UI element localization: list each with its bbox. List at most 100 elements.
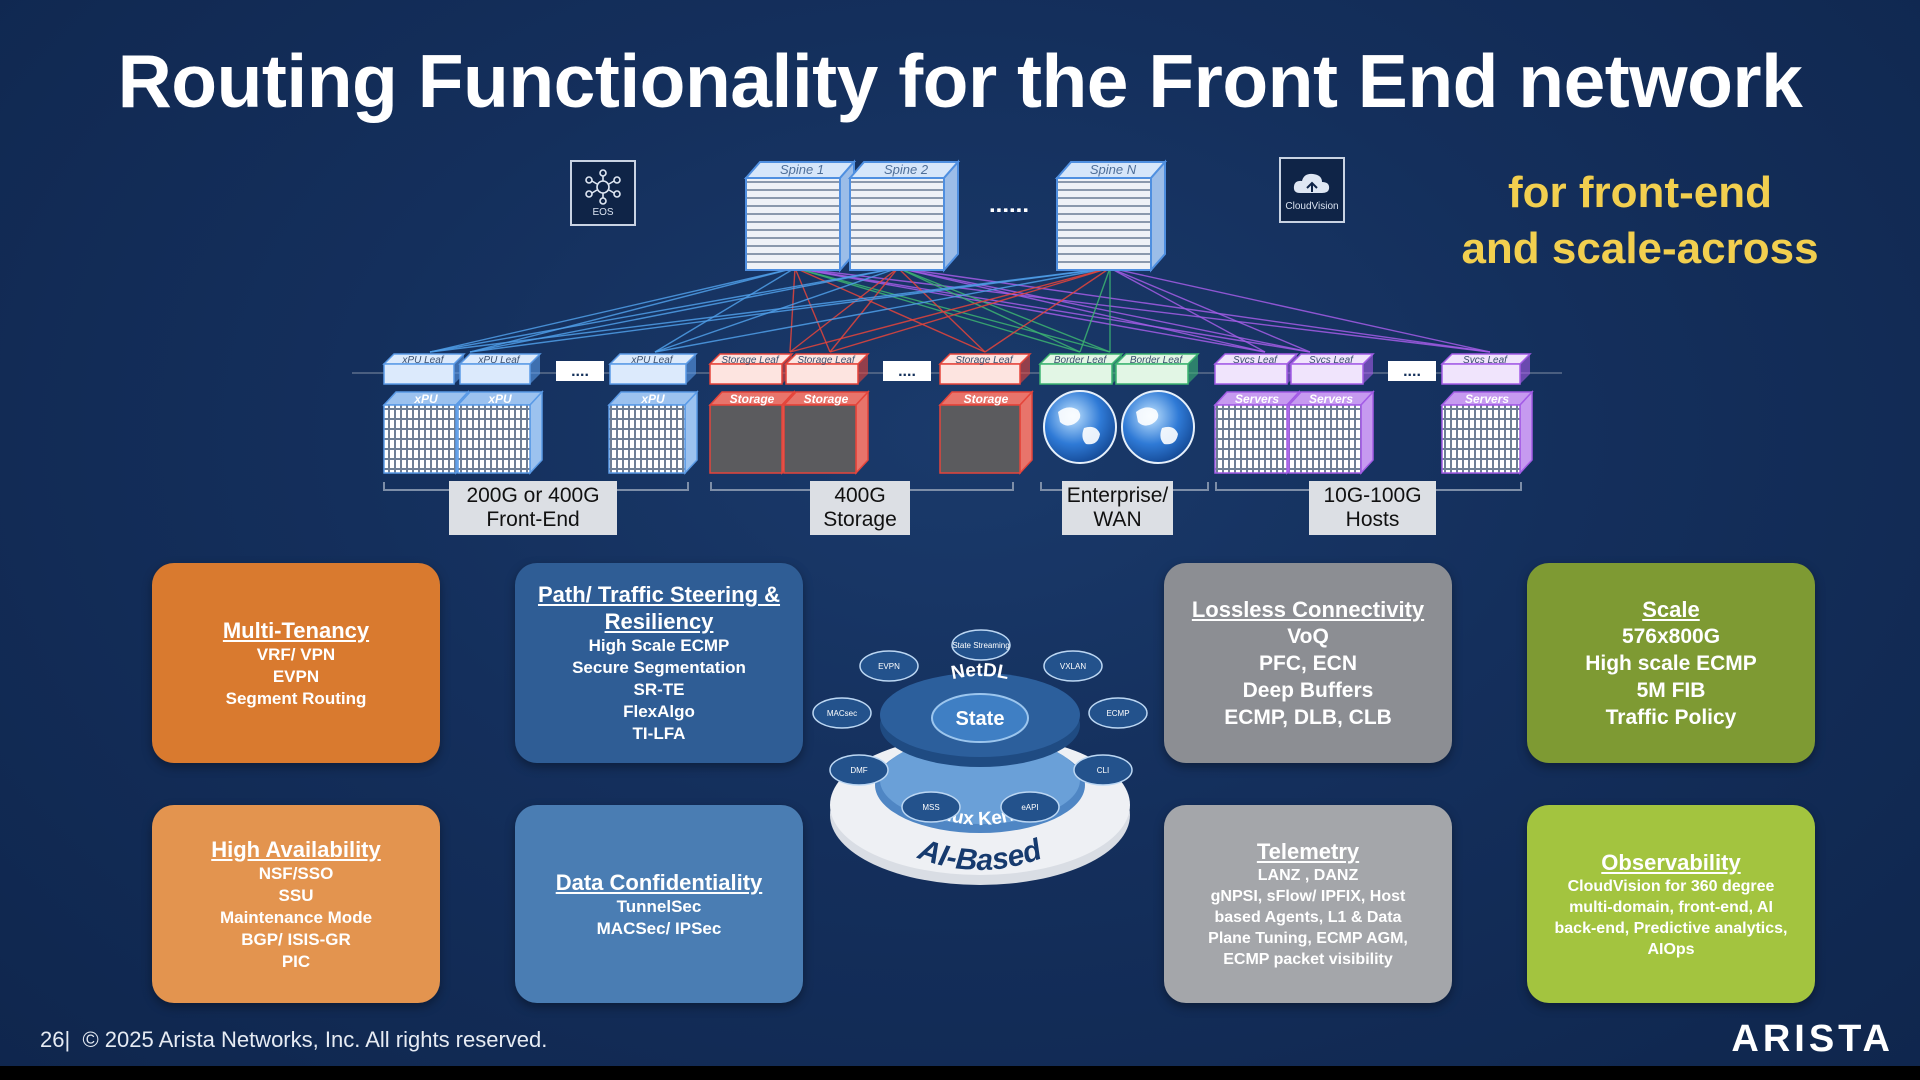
- copyright: © 2025 Arista Networks, Inc. All rights …: [82, 1027, 548, 1052]
- card-title: High Availability: [211, 836, 381, 862]
- spine-switch: Spine 1: [743, 159, 857, 273]
- device-label: Servers: [1465, 392, 1509, 406]
- device-label: xPU: [640, 392, 665, 406]
- leaf-ellipsis: ....: [883, 361, 931, 381]
- device-label: Servers: [1309, 392, 1353, 406]
- eos-node: MSS: [901, 791, 961, 823]
- leaf-switch: xPU Leaf: [608, 353, 698, 385]
- globe-icon: [1043, 390, 1117, 464]
- spine-switch: Spine N: [1054, 159, 1168, 273]
- card-title: Telemetry: [1256, 839, 1360, 864]
- leaf-label: Border Leaf: [1054, 355, 1107, 366]
- eos-node-label: DMF: [850, 766, 867, 775]
- device-rack: Storage: [938, 390, 1034, 475]
- device-rack: Storage: [782, 390, 870, 475]
- eos-node-label: CLI: [1097, 766, 1109, 775]
- eos-node-label: eAPI: [1021, 803, 1038, 812]
- card-path-steering: Path/ Traffic Steering & Resiliency High…: [515, 563, 803, 763]
- device-rack: xPU: [382, 390, 470, 475]
- device-rack: Storage: [708, 390, 796, 475]
- card-lossless: Lossless Connectivity VoQ PFC, ECN Deep …: [1164, 563, 1452, 763]
- device-label: Servers: [1235, 392, 1279, 406]
- eos-node: eAPI: [1000, 791, 1060, 823]
- tagline: for front-end and scale-across: [1400, 165, 1880, 277]
- group-label-storage: 400G Storage: [810, 481, 910, 535]
- eos-node-label: EVPN: [878, 662, 900, 671]
- card-high-availability: High Availability NSF/SSO SSU Maintenanc…: [152, 805, 440, 1003]
- svg-text:....: ....: [1403, 363, 1421, 380]
- device-label: xPU: [487, 392, 512, 406]
- card-title: Multi-Tenancy: [222, 617, 370, 643]
- group-label-hosts: 10G-100G Hosts: [1309, 481, 1436, 535]
- leaf-label: Storage Leaf: [721, 355, 779, 366]
- leaf-label: Storage Leaf: [797, 355, 855, 366]
- card-title: Observability: [1601, 849, 1741, 875]
- device-rack: xPU: [607, 390, 699, 475]
- state-core: [931, 693, 1029, 743]
- page-number: 26: [40, 1027, 65, 1052]
- device-label: Storage: [730, 392, 775, 406]
- card-data-confidentiality: Data Confidentiality TunnelSec MACSec/ I…: [515, 805, 803, 1003]
- card-title: Scale: [1642, 596, 1700, 622]
- spine-label: Spine 1: [780, 162, 824, 177]
- eos-node-label: State Streaming: [952, 641, 1009, 650]
- leaf-switch: Storage Leaf: [784, 353, 870, 385]
- device-rack: Servers: [1287, 390, 1375, 475]
- card-observability: Observability CloudVision for 360 degree…: [1527, 805, 1815, 1003]
- svg-text:....: ....: [898, 363, 916, 380]
- cloudvision-logo: CloudVision: [1279, 157, 1345, 223]
- eos-node-label: VXLAN: [1060, 662, 1086, 671]
- leaf-switch: Storage Leaf: [938, 353, 1032, 385]
- cloud-icon: [1293, 173, 1330, 193]
- leaf-label: xPU Leaf: [477, 355, 520, 366]
- state-label: State: [956, 708, 1005, 730]
- leaf-switch: xPU Leaf: [382, 353, 466, 385]
- slide-title: Routing Functionality for the Front End …: [117, 39, 1803, 123]
- leaf-label: Svcs Leaf: [1463, 355, 1508, 366]
- card-scale: Scale 576x800G High scale ECMP 5M FIB Tr…: [1527, 563, 1815, 763]
- eos-node-label: MSS: [922, 803, 939, 812]
- leaf-ellipsis: ....: [1388, 361, 1436, 381]
- tagline-line2: and scale-across: [1461, 224, 1819, 273]
- leaf-switch: Storage Leaf: [708, 353, 794, 385]
- netdl-label: NetDL: [949, 660, 1011, 684]
- footer: 26| © 2025 Arista Networks, Inc. All rig…: [40, 1027, 548, 1052]
- leaf-switch: Svcs Leaf: [1213, 353, 1299, 385]
- leaf-ellipsis: ....: [556, 361, 604, 381]
- leaf-switch: Svcs Leaf: [1440, 353, 1532, 385]
- card-telemetry: Telemetry LANZ , DANZ gNPSI, sFlow/ IPFI…: [1164, 805, 1452, 1003]
- eos-node-label: MACsec: [827, 709, 857, 718]
- eos-architecture-graphic: AI-Based Linux Kernel NetDL State State …: [812, 629, 1148, 885]
- group-label-wan: Enterprise/ WAN: [1062, 481, 1173, 535]
- leaf-switch: Border Leaf: [1114, 353, 1200, 385]
- eos-node: VXLAN: [1043, 650, 1103, 682]
- eos-node: CLI: [1073, 754, 1133, 786]
- leaf-label: Svcs Leaf: [1233, 355, 1278, 366]
- leaf-label: xPU Leaf: [401, 355, 444, 366]
- leaf-label: Svcs Leaf: [1309, 355, 1354, 366]
- leaf-label: Border Leaf: [1130, 355, 1183, 366]
- eos-node: DMF: [829, 754, 889, 786]
- group-label-frontend: 200G or 400G Front-End: [449, 481, 617, 535]
- leaf-label: xPU Leaf: [630, 355, 673, 366]
- eos-node-label: ECMP: [1106, 709, 1129, 718]
- eos-logo: EOS: [570, 160, 636, 226]
- spine-switch: Spine 2: [847, 159, 961, 273]
- spine-label: Spine 2: [884, 162, 929, 177]
- device-rack: Servers: [1440, 390, 1534, 475]
- card-title: Path/ Traffic Steering & Resiliency: [537, 582, 781, 634]
- device-rack: Servers: [1213, 390, 1301, 475]
- eos-logo-caption: EOS: [592, 206, 614, 218]
- globe-icon: [1121, 390, 1195, 464]
- eos-network-icon: [585, 168, 621, 205]
- leaf-switch: Border Leaf: [1038, 353, 1124, 385]
- leaf-switch: xPU Leaf: [458, 353, 542, 385]
- svg-text:....: ....: [571, 363, 589, 380]
- device-rack: xPU: [456, 390, 544, 475]
- device-label: Storage: [804, 392, 849, 406]
- arista-logo: ARISTA: [1731, 1018, 1894, 1060]
- card-multi-tenancy: Multi-Tenancy VRF/ VPN EVPN Segment Rout…: [152, 563, 440, 763]
- eos-node: ECMP: [1088, 697, 1148, 729]
- card-title: Data Confidentiality: [555, 869, 763, 895]
